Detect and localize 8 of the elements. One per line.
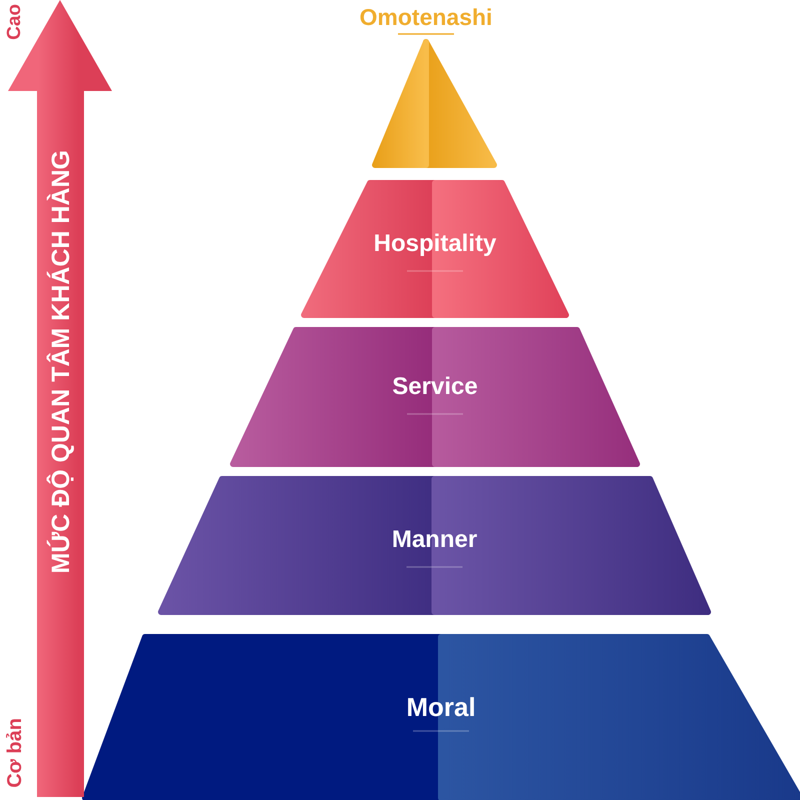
level-label: Moral (406, 692, 476, 723)
axis-title: MỨC ĐỘ QUAN TÂM KHÁCH HÀNG (46, 150, 76, 574)
scale-label: Cao (4, 4, 26, 40)
level-label: Manner (392, 526, 478, 554)
apex-title: Omotenashi (360, 4, 492, 31)
level-label: Service (392, 373, 478, 401)
scale-label: Cơ bản (4, 718, 27, 788)
level-label: Hospitality (374, 230, 496, 258)
